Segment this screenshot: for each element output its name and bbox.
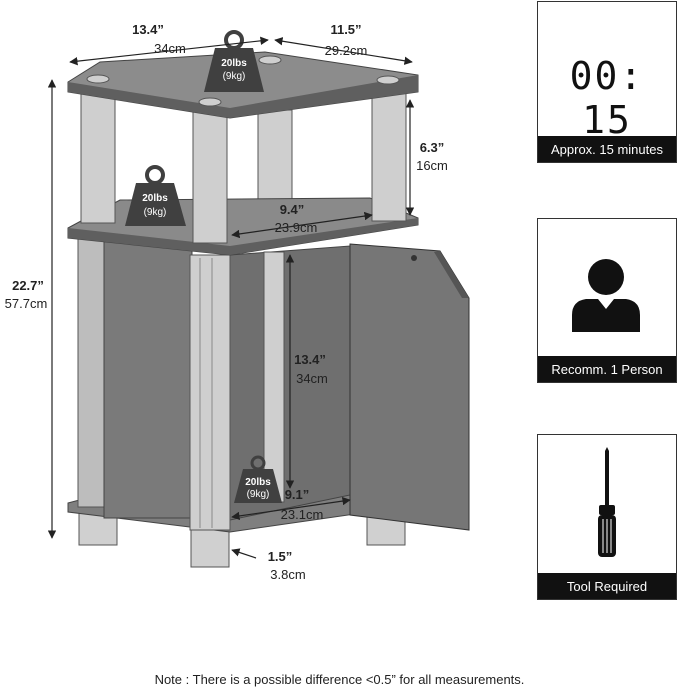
shelf-gap-in: 6.3” bbox=[420, 140, 445, 155]
top-depth-cm: 29.2cm bbox=[325, 43, 368, 58]
table-diagram: 20lbs (9kg) 20lbs (9kg) 20lbs (9kg) 13.4… bbox=[5, 22, 470, 582]
measurement-note: Note : There is a possible difference <0… bbox=[154, 672, 525, 687]
people-panel: Recomm. 1 Person bbox=[537, 218, 677, 383]
tool-caption: Tool Required bbox=[538, 573, 676, 599]
cabinet-height-cm: 34cm bbox=[296, 371, 328, 386]
cabinet-post-inner bbox=[263, 251, 285, 503]
weight-cabinet-kg: (9kg) bbox=[247, 489, 270, 500]
weight-top-lbs: 20lbs bbox=[221, 58, 247, 69]
weight-icon bbox=[234, 469, 282, 503]
weight-shelf-kg: (9kg) bbox=[144, 207, 167, 218]
people-caption: Recomm. 1 Person bbox=[538, 356, 676, 382]
cabinet-door[interactable] bbox=[349, 243, 470, 531]
cabinet-post-front bbox=[189, 254, 231, 531]
tool-panel: Tool Required bbox=[537, 434, 677, 600]
leg-height-cm: 3.8cm bbox=[270, 567, 305, 582]
screwdriver-icon bbox=[598, 447, 616, 557]
assembly-time-caption: Approx. 15 minutes bbox=[538, 136, 676, 162]
shelf-width-in: 9.4” bbox=[280, 202, 305, 217]
post-upper-front-mid bbox=[192, 104, 228, 244]
door-edge bbox=[434, 251, 469, 298]
cabinet-width-in: 9.1” bbox=[285, 487, 310, 502]
weight-badge-cabinet: 20lbs (9kg) bbox=[234, 455, 282, 503]
cabinet-width-cm: 23.1cm bbox=[281, 507, 324, 522]
door-knob[interactable] bbox=[411, 255, 417, 261]
cabinet-side-left bbox=[77, 236, 107, 508]
assembly-time-panel: 00: 15 Approx. 15 minutes bbox=[537, 1, 677, 163]
post-upper-front-left bbox=[80, 92, 116, 224]
weight-top-kg: (9kg) bbox=[223, 71, 246, 82]
cabinet-height-in: 13.4” bbox=[294, 352, 326, 367]
timer-display: 00: 15 bbox=[569, 54, 645, 142]
total-height-in: 22.7” bbox=[12, 278, 44, 293]
total-height-cm: 57.7cm bbox=[5, 296, 48, 311]
shelf-width-cm: 23.9cm bbox=[275, 220, 318, 235]
post-back-left bbox=[257, 109, 293, 204]
post-upper-front-right bbox=[371, 92, 407, 222]
shelf-gap-cm: 16cm bbox=[416, 158, 448, 173]
top-depth-in: 11.5” bbox=[330, 22, 361, 37]
top-width-in: 13.4” bbox=[132, 22, 164, 37]
person-icon bbox=[572, 259, 640, 332]
leg-front-mid bbox=[190, 529, 230, 568]
cabinet-side-panel bbox=[103, 239, 193, 519]
dimension-lines bbox=[47, 36, 415, 559]
weight-icon bbox=[125, 183, 186, 226]
weight-badge-shelf: 20lbs (9kg) bbox=[125, 165, 186, 226]
leg-height-in: 1.5” bbox=[268, 549, 293, 564]
top-width-cm: 34cm bbox=[154, 41, 186, 56]
weight-cabinet-lbs: 20lbs bbox=[245, 477, 271, 488]
weight-shelf-lbs: 20lbs bbox=[142, 193, 168, 204]
